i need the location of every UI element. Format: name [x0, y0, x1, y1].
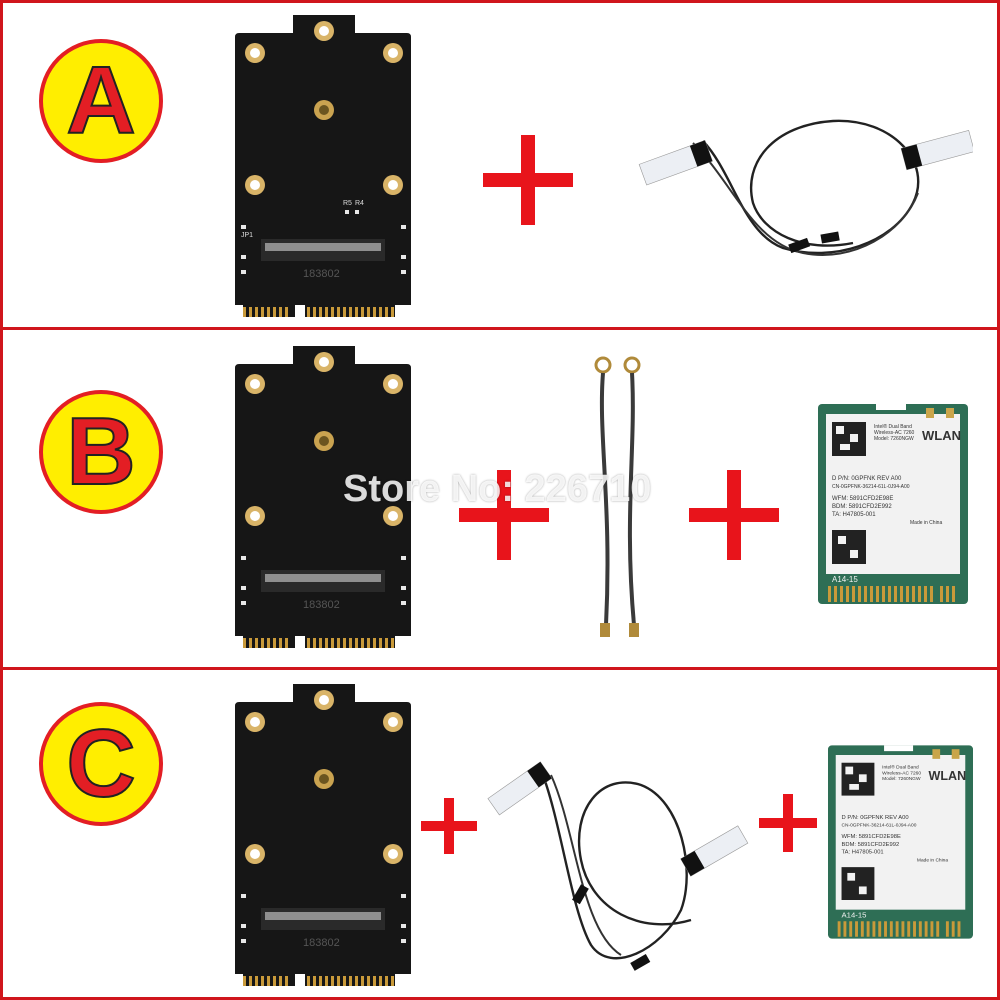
wifi-card-b: WLAN Intel® Dual Band Wireless-AC 7260 M… — [818, 404, 968, 604]
card-dpn-c: D P/N: 0GPFNK REV A00 — [842, 815, 909, 821]
badge-c-letter: C — [65, 710, 136, 817]
card-dpn-b: D P/N: 0GPFNK REV A00 — [832, 476, 902, 482]
panel-a: A 183802 JP1 R5 R4 — [0, 0, 1000, 330]
card-line1-c: Intel® Dual Band — [882, 764, 919, 771]
card-made-b: Made in China — [910, 520, 942, 526]
badge-b: B — [39, 390, 163, 514]
card-ta-b: TA: H47805-001 — [832, 512, 876, 518]
plus-icon-c2 — [759, 794, 817, 852]
card-wfm-c: WFM: 5891CFD2E98E — [842, 834, 901, 840]
card-made-c: Made in China — [917, 857, 948, 863]
adapter-board-a: 183802 JP1 R5 R4 — [235, 15, 411, 317]
card-ta-c: TA: H47805-001 — [842, 850, 884, 856]
badge-a-letter: A — [65, 47, 136, 154]
board-code-a: 183802 — [303, 268, 340, 280]
card-line1-b: Intel® Dual Band — [874, 423, 912, 430]
card-brand-c: WLAN — [929, 769, 967, 783]
card-cn-b: CN-0GPFNK-36214-61L-0J94-A00 — [832, 484, 910, 490]
panel-c: C 183802 WLAN I — [0, 670, 1000, 1000]
card-line2-c: Wireless-AC 7260 — [882, 770, 921, 776]
board-jp-a: JP1 — [241, 232, 253, 239]
board-code-c: 183802 — [303, 937, 340, 949]
store-watermark: Store No: 226710 — [343, 468, 652, 510]
adapter-board-b: 183802 — [235, 346, 411, 648]
card-cn-c: CN-0GPFNK-36214-61L-0J94-A00 — [842, 823, 917, 829]
plus-icon-b2 — [689, 470, 779, 560]
card-size-b: A14-15 — [832, 575, 858, 584]
board-r4-a: R4 — [355, 200, 364, 207]
wifi-card-c: WLAN Intel® Dual Band Wireless-AC 7260 M… — [828, 745, 973, 939]
card-wfm-b: WFM: 5891CFD2E98E — [832, 496, 893, 502]
antenna-cable-c — [487, 761, 749, 971]
board-code-b: 183802 — [303, 599, 340, 611]
plus-icon-b1 — [459, 470, 549, 560]
card-bdm-b: BDM: 5891CFD2E992 — [832, 504, 892, 510]
card-line3-c: Model: 7260NGW — [882, 776, 921, 782]
card-bdm-c: BDM: 5891CFD2E992 — [842, 842, 900, 848]
card-line2-b: Wireless-AC 7260 — [874, 430, 915, 436]
card-brand-b: WLAN — [922, 428, 961, 443]
plus-icon-c1 — [421, 798, 477, 854]
adapter-board-c: 183802 — [235, 684, 411, 986]
badge-a: A — [39, 39, 163, 163]
badge-b-letter: B — [65, 398, 136, 505]
badge-c: C — [39, 702, 163, 826]
panel-b: B 183802 WLAN I — [0, 330, 1000, 670]
board-r5-a: R5 — [343, 200, 352, 207]
card-size-c: A14-15 — [842, 910, 867, 919]
card-line3-b: Model: 7260NGW — [874, 436, 914, 442]
plus-icon-a1 — [483, 135, 573, 225]
antenna-cable-a — [638, 119, 973, 256]
pigtail-cables — [594, 356, 641, 637]
